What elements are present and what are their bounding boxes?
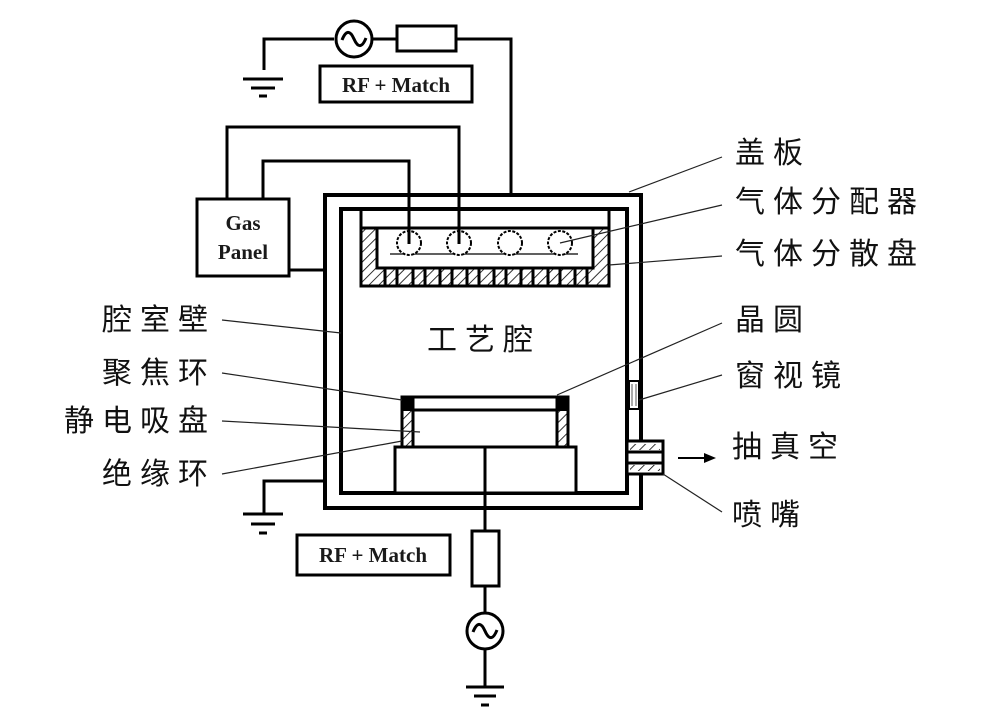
wafer: [411, 395, 559, 412]
label-chamber-wall: 腔室壁: [102, 303, 216, 338]
gas-panel-label-line2: Panel: [218, 240, 268, 264]
leader-insulator-ring: [221, 440, 403, 475]
right-labels: 盖板 气体分配器 气体分散盘 晶圆 窗视镜 抽真空 喷嘴: [732, 136, 925, 533]
chamber: 工艺腔: [323, 193, 716, 531]
top-rf-wire-left: [262, 37, 334, 70]
top-rf-circuit: RF + Match: [243, 19, 513, 195]
bottom-ground-wire: [262, 479, 325, 513]
leader-nozzle: [662, 473, 723, 513]
gas-line-outer: [225, 125, 461, 244]
leader-showerhead: [608, 255, 723, 266]
chamber-outer-wall: [323, 193, 643, 510]
gas-panel-box: [195, 197, 291, 278]
leader-lid: [628, 156, 723, 193]
electrostatic-chuck: [411, 408, 559, 449]
leader-esc: [221, 420, 421, 433]
viewport-window: [628, 380, 640, 410]
top-ground-icon: [243, 77, 283, 98]
chuck-assembly: [393, 395, 578, 531]
leader-wafer: [556, 322, 723, 396]
label-wafer: 晶圆: [735, 303, 811, 338]
top-ac-source-icon: [334, 19, 374, 59]
label-nozzle: 喷嘴: [732, 498, 808, 533]
label-gas-distributor: 气体分配器: [735, 185, 925, 220]
gas-hole-icon: [497, 230, 523, 256]
top-rf-match-box: [318, 64, 474, 104]
label-insulator-ring: 绝缘环: [102, 457, 216, 492]
process-chamber-label: 工艺腔: [427, 323, 541, 358]
bottom-source-ground-icon: [466, 685, 504, 707]
top-rf-match-label: RF + Match: [342, 73, 450, 97]
bottom-ac-source-icon: [465, 611, 505, 651]
showerhead-holes: [383, 268, 589, 286]
leader-focus-ring: [221, 372, 403, 401]
bottom-rf-match-label: RF + Match: [319, 543, 427, 567]
gas-panel: Gas Panel: [195, 125, 461, 278]
focus-ring-left: [403, 397, 413, 411]
showerhead-assembly: [359, 209, 611, 288]
leader-gas-distributor: [559, 204, 723, 244]
bottom-ground-icon: [243, 512, 283, 535]
leader-viewport: [638, 374, 723, 401]
leader-chamber-wall: [221, 319, 342, 334]
label-vacuum: 抽真空: [732, 430, 846, 465]
gas-line-inner: [261, 159, 411, 244]
vacuum-nozzle: [625, 439, 665, 476]
focus-ring-right: [557, 397, 567, 411]
label-showerhead: 气体分散盘: [735, 237, 925, 272]
vacuum-arrow-icon: [678, 453, 716, 463]
bottom-impedance-box: [470, 529, 501, 588]
top-impedance-box: [395, 24, 458, 53]
left-labels: 腔室壁 聚焦环 静电吸盘 绝缘环: [64, 303, 216, 492]
viewport-glass: [631, 384, 637, 406]
label-viewport: 窗视镜: [735, 359, 849, 394]
gas-panel-label-line1: Gas: [225, 211, 260, 235]
bottom-rf-match-box: [295, 533, 452, 577]
leader-lines: [221, 156, 723, 513]
bottom-rf-circuit: RF + Match: [243, 479, 505, 707]
top-rf-wire-right: [456, 37, 513, 195]
label-focus-ring: 聚焦环: [102, 356, 216, 391]
label-esc: 静电吸盘: [64, 404, 216, 439]
label-lid: 盖板: [735, 136, 811, 171]
